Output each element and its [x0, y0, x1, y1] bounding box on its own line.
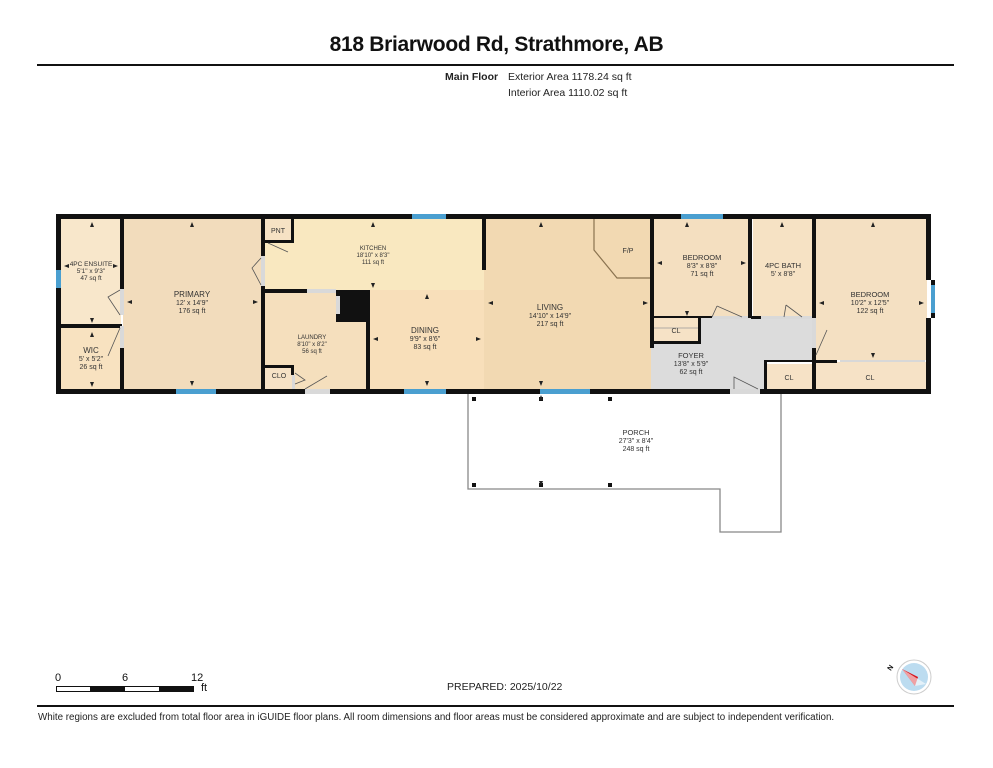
svg-text:8'3" x 8'8": 8'3" x 8'8": [687, 263, 718, 270]
room-closet-bed2: [815, 362, 927, 390]
svg-text:14'10" x 14'9": 14'10" x 14'9": [529, 313, 572, 320]
room-bedroom1: [653, 218, 749, 318]
svg-text:DINING: DINING: [411, 326, 439, 335]
window-bedroom2: [931, 285, 935, 313]
svg-text:LAUNDRY: LAUNDRY: [298, 335, 327, 341]
svg-text:122 sq ft: 122 sq ft: [857, 308, 884, 315]
svg-text:CLO: CLO: [272, 373, 287, 380]
footer-divider: [37, 705, 954, 707]
svg-text:5' x 8'8": 5' x 8'8": [771, 271, 796, 278]
header-divider: [37, 64, 954, 66]
room-closet-bed1: [653, 318, 698, 343]
svg-text:12' x 14'9": 12' x 14'9": [176, 300, 209, 307]
floor-name: Main Floor: [445, 71, 499, 83]
room-ensuite: [60, 218, 121, 326]
chimney-block: [336, 290, 369, 322]
dimension-arrows: [64, 222, 924, 486]
svg-text:BEDROOM: BEDROOM: [683, 253, 722, 262]
scale-bar-graphic: [56, 686, 194, 692]
svg-text:N: N: [887, 664, 896, 672]
scale-unit: ft: [201, 682, 208, 694]
svg-text:10'2" x 12'5": 10'2" x 12'5": [851, 300, 890, 307]
room-labels: 4PC ENSUITE 5'1" x 9'3" 47 sq ft WIC 5' …: [70, 228, 890, 453]
svg-text:CL: CL: [672, 328, 681, 335]
svg-text:CL: CL: [785, 375, 794, 382]
room-dining: [369, 290, 484, 390]
walls: [56, 214, 935, 394]
svg-text:PNT: PNT: [271, 228, 286, 235]
room-kitchen: [264, 218, 484, 290]
svg-text:WIC: WIC: [83, 346, 99, 355]
window-dining: [404, 389, 446, 394]
svg-text:KITCHEN: KITCHEN: [360, 246, 386, 252]
svg-text:26 sq ft: 26 sq ft: [80, 364, 103, 371]
svg-text:BEDROOM: BEDROOM: [851, 290, 890, 299]
north-compass-icon: N: [887, 659, 932, 695]
svg-text:13'8" x 5'9": 13'8" x 5'9": [674, 361, 709, 368]
exterior-area: Exterior Area 1178.24 sq ft: [508, 71, 632, 83]
svg-text:LIVING: LIVING: [537, 303, 563, 312]
fireplace-outline: [593, 218, 651, 279]
window-bedroom1: [681, 214, 723, 219]
prepared-date: PREPARED: 2025/10/22: [447, 681, 563, 693]
compass: N: [885, 656, 941, 703]
window-ensuite: [56, 270, 61, 288]
window-primary: [176, 389, 216, 394]
page-title: 818 Briarwood Rd, Strathmore, AB: [329, 33, 664, 56]
svg-text:47 sq ft: 47 sq ft: [80, 275, 102, 282]
svg-text:FOYER: FOYER: [678, 351, 704, 360]
scale-tick-0: 0: [55, 672, 62, 684]
svg-text:56 sq ft: 56 sq ft: [302, 349, 322, 355]
svg-text:83 sq ft: 83 sq ft: [414, 344, 437, 351]
svg-text:71 sq ft: 71 sq ft: [691, 271, 714, 278]
scale-tick-12: 12: [191, 672, 204, 684]
room-wic: [60, 328, 121, 390]
svg-text:5' x 5'2": 5' x 5'2": [79, 356, 104, 363]
svg-text:PRIMARY: PRIMARY: [174, 290, 211, 299]
svg-text:248 sq ft: 248 sq ft: [623, 446, 650, 453]
windows: [56, 214, 935, 394]
svg-text:8'10" x 8'2": 8'10" x 8'2": [297, 342, 327, 348]
room-primary: [123, 218, 262, 390]
room-closet-foyer: [767, 364, 812, 390]
scale-tick-6: 6: [122, 672, 129, 684]
svg-text:4PC BATH: 4PC BATH: [765, 261, 801, 270]
window-kitchen: [412, 214, 446, 219]
room-closet-laundry: [264, 368, 292, 390]
svg-text:PORCH: PORCH: [622, 428, 649, 437]
porch-outline: [467, 392, 782, 533]
window-living: [540, 389, 590, 394]
svg-text:111 sq ft: 111 sq ft: [362, 260, 384, 266]
room-bath: [753, 218, 812, 318]
svg-text:62 sq ft: 62 sq ft: [680, 369, 703, 376]
svg-text:4PC ENSUITE: 4PC ENSUITE: [70, 261, 113, 268]
doors: [107, 242, 925, 394]
disclaimer-text: White regions are excluded from total fl…: [38, 712, 835, 723]
svg-text:18'10" x 8'3": 18'10" x 8'3": [357, 253, 390, 259]
svg-text:9'9" x 8'6": 9'9" x 8'6": [410, 336, 441, 343]
svg-text:5'1" x 9'3": 5'1" x 9'3": [77, 268, 106, 275]
svg-text:217 sq ft: 217 sq ft: [537, 321, 564, 328]
room-pantry: [264, 218, 293, 240]
interior-area: Interior Area 1110.02 sq ft: [508, 87, 628, 99]
svg-text:F/P: F/P: [623, 248, 634, 255]
room-foyer: [651, 318, 812, 390]
svg-text:27'3" x 8'4": 27'3" x 8'4": [619, 438, 654, 445]
room-living: [484, 218, 651, 390]
room-bedroom2: [815, 218, 927, 360]
svg-text:CL: CL: [866, 375, 875, 382]
svg-text:176 sq ft: 176 sq ft: [179, 308, 206, 315]
